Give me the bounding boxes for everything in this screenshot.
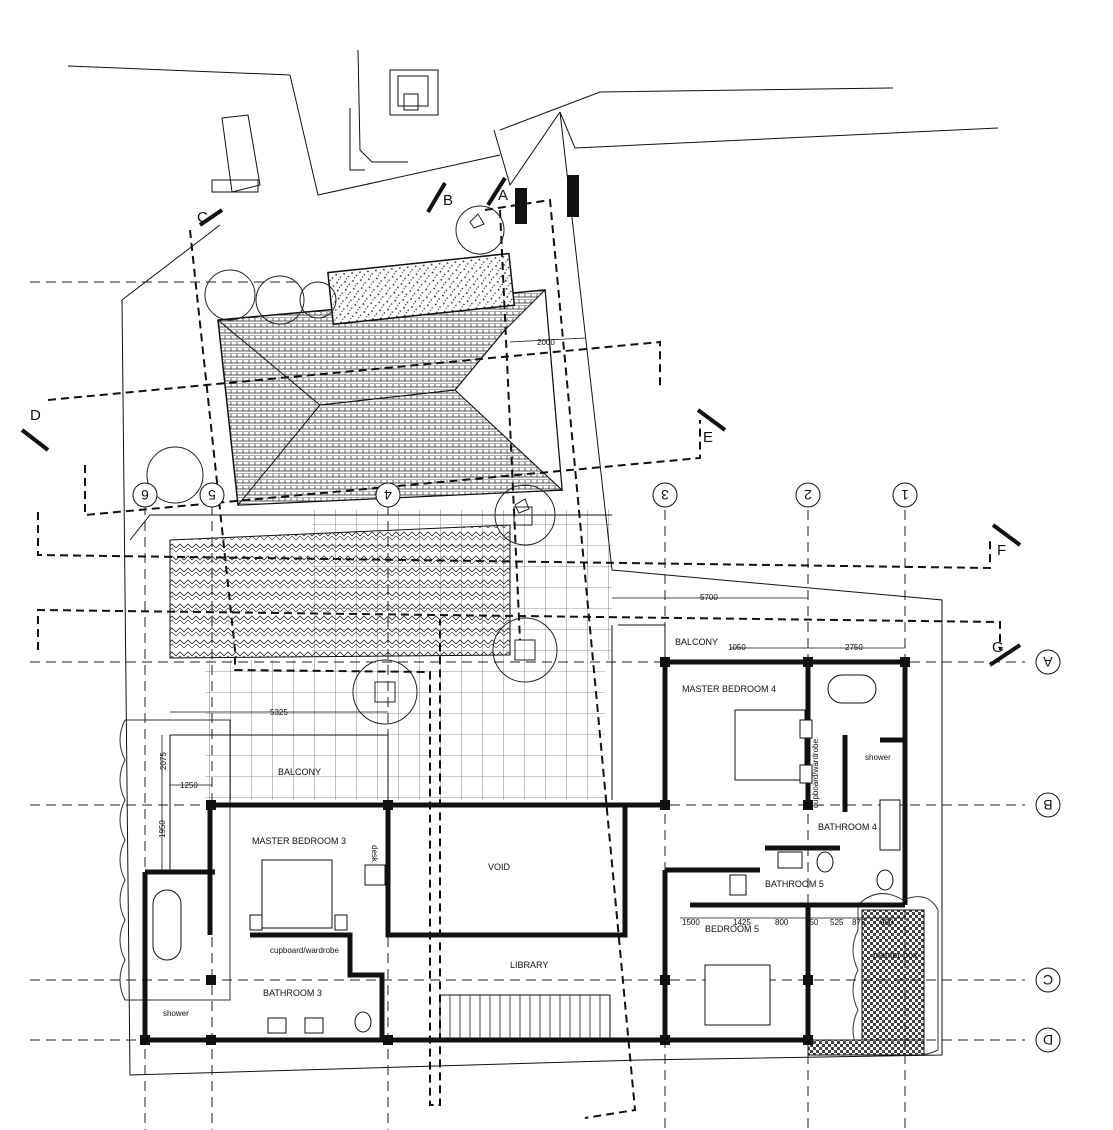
axis-label-2: 2: [804, 487, 812, 503]
room-label-balcony-left: BALCONY: [278, 767, 321, 777]
room-label-master-bedroom-3: MASTER BEDROOM 3: [252, 836, 346, 846]
site-boundary: [67, 49, 999, 1076]
dim-875: 875: [852, 918, 866, 927]
dim-2750: 2750: [845, 643, 863, 652]
axis-label-6: 6: [141, 487, 149, 503]
label-cupboard-left: cupboard/wardrobe: [270, 946, 339, 955]
room-label-master-bedroom-4: MASTER BEDROOM 4: [682, 684, 776, 694]
room-label-bedroom-5: BEDROOM 5: [705, 924, 759, 934]
dim-5325: 5325: [270, 708, 288, 717]
label-desk: desk: [370, 845, 379, 863]
room-label-balcony-right: BALCONY: [675, 637, 718, 647]
axis-label-4: 4: [384, 487, 392, 503]
axis-label-A: A: [1043, 654, 1053, 670]
gravel-strip: [327, 252, 516, 326]
dim-525: 525: [830, 918, 844, 927]
dimension-lines: [161, 337, 905, 919]
planter-box-lower: [807, 1039, 925, 1056]
section-label-e: E: [703, 429, 713, 446]
stairs: [439, 994, 611, 1041]
furniture: [152, 674, 901, 1034]
dim-1425: 1425: [733, 918, 751, 927]
dim-1250: 1250: [180, 781, 198, 790]
label-shower-right: shower: [865, 753, 891, 762]
section-label-g: G: [992, 639, 1004, 656]
room-label-library: LIBRARY: [510, 960, 548, 970]
axis-label-C: C: [1043, 972, 1053, 988]
dim-800: 800: [775, 918, 789, 927]
axis-label-5: 5: [208, 487, 216, 503]
section-marker-labels: A B C D E F G: [30, 187, 1006, 656]
roof-plan: [217, 288, 564, 506]
dimension-labels: 2000 5700 1050 2750 5325 2075 1250 1950 …: [158, 338, 894, 927]
dim-2000: 2000: [537, 338, 555, 347]
section-label-c: C: [197, 209, 208, 226]
room-label-planter-box: planter box: [873, 950, 918, 960]
dim-5700: 5700: [700, 593, 718, 602]
grid-axis-bubbles: [132, 482, 1061, 1053]
axis-label-3: 3: [661, 487, 669, 503]
section-label-d: D: [30, 407, 41, 424]
section-label-b: B: [443, 192, 453, 209]
section-label-f: F: [997, 542, 1006, 559]
room-labels: BALCONY BALCONY MASTER BEDROOM 3 MASTER …: [163, 637, 918, 1018]
section-label-a: A: [498, 187, 508, 204]
label-shower-left: shower: [163, 1009, 189, 1018]
label-cupboard-right: cupboard/wardrobe: [811, 739, 820, 808]
room-label-bathroom-5: BATHROOM 5: [765, 879, 824, 889]
dim-2075: 2075: [159, 752, 168, 770]
dim-1950: 1950: [158, 820, 167, 838]
grid-axis-labels: 6 5 4 3 2 1 A B C D: [141, 487, 1053, 1048]
trees: [146, 205, 558, 725]
columns: [140, 175, 910, 1045]
axis-label-B: B: [1043, 797, 1052, 813]
axis-label-D: D: [1043, 1032, 1053, 1048]
room-label-bathroom-4: BATHROOM 4: [818, 822, 877, 832]
dim-1050: 1050: [728, 643, 746, 652]
dim-650: 650: [805, 918, 819, 927]
room-label-bathroom-3: BATHROOM 3: [263, 988, 322, 998]
tiled-courtyard: [205, 510, 612, 800]
dim-900: 900: [880, 918, 894, 927]
section-markers: [20, 176, 1022, 667]
room-label-void: VOID: [488, 862, 511, 872]
dim-1500: 1500: [682, 918, 700, 927]
axis-label-1: 1: [901, 487, 909, 503]
